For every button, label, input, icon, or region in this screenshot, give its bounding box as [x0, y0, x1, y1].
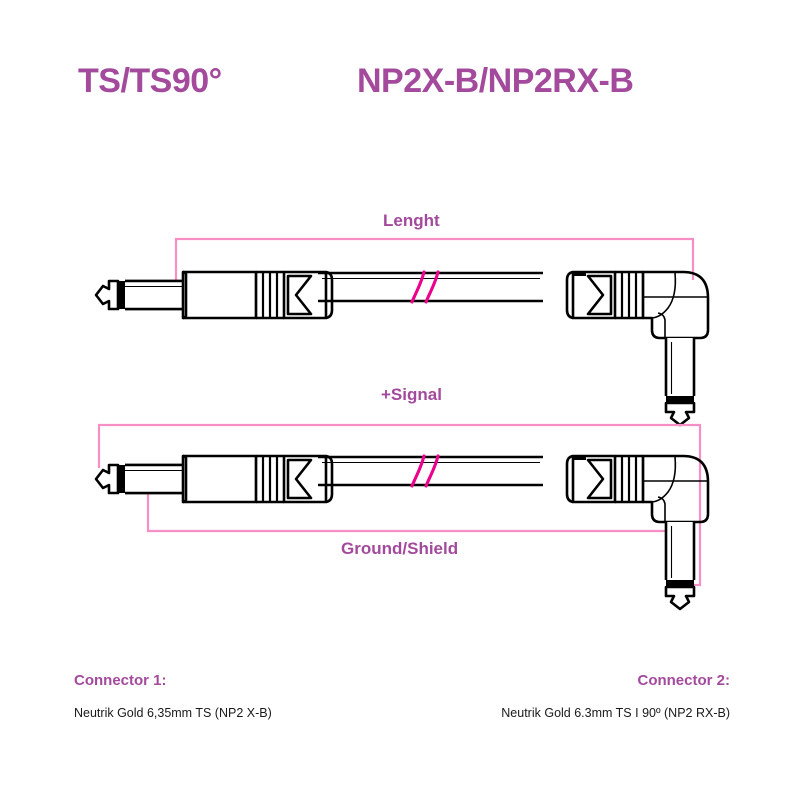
- page-title: TS/TS90°: [78, 62, 222, 100]
- connector-2-info: Connector 2: Neutrik Gold 6.3mm TS I 90º…: [340, 672, 730, 720]
- connector-2-heading: Connector 2:: [637, 672, 730, 689]
- cable-run-top: [318, 271, 543, 303]
- length-bracket: [174, 237, 695, 280]
- connector-2-angled-plug-bottom: [565, 454, 710, 611]
- bottom-cable-assembly: [94, 423, 710, 611]
- length-label: Lenght: [383, 211, 440, 230]
- top-cable-assembly: [94, 237, 710, 427]
- ground-shield-outer-path: [97, 423, 702, 587]
- connector-1-info: Connector 1: Neutrik Gold 6,35mm TS (NP2…: [74, 672, 272, 720]
- cable-run-bottom: [318, 455, 543, 487]
- cable-wiring-diagram: [94, 237, 710, 611]
- connector-1-straight-plug-bottom: [94, 454, 334, 504]
- ground-shield-inner-path: [146, 478, 670, 533]
- connector-1-straight-plug-top: [94, 270, 334, 320]
- signal-label: +Signal: [381, 385, 442, 404]
- model-numbers-title: NP2X-B/NP2RX-B: [357, 62, 634, 100]
- ground-shield-label: Ground/Shield: [341, 539, 459, 558]
- connector-1-heading: Connector 1:: [74, 672, 167, 689]
- connector-2-description: Neutrik Gold 6.3mm TS I 90º (NP2 RX-B): [501, 706, 730, 720]
- connector-1-description: Neutrik Gold 6,35mm TS (NP2 X-B): [74, 706, 272, 720]
- header: TS/TS90° NP2X-B/NP2RX-B: [0, 62, 800, 112]
- connector-2-angled-plug-top: [565, 270, 710, 427]
